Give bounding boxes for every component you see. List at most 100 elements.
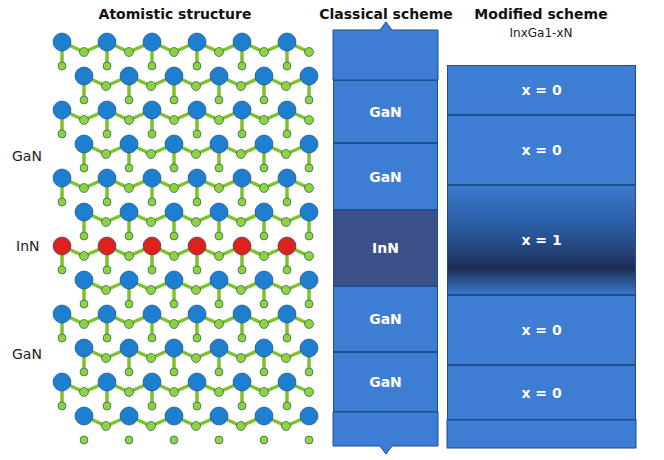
- atom: [103, 198, 111, 206]
- atom: [188, 101, 206, 119]
- atom: [170, 252, 179, 261]
- atom: [165, 339, 183, 357]
- atom: [170, 436, 178, 444]
- atom: [305, 252, 314, 261]
- atom: [283, 266, 291, 274]
- atom: [300, 407, 318, 425]
- atom: [125, 436, 133, 444]
- atom: [143, 33, 161, 51]
- atom: [125, 388, 134, 397]
- atom: [147, 354, 156, 363]
- composition-band: x = 0: [447, 115, 636, 185]
- atom: [210, 271, 228, 289]
- band-label: GaN: [369, 169, 402, 185]
- atom: [215, 368, 223, 376]
- atom: [188, 305, 206, 323]
- atom: [143, 101, 161, 119]
- atom: [102, 218, 111, 227]
- atom: [143, 373, 161, 391]
- atom: [53, 373, 71, 391]
- atom: [238, 402, 246, 410]
- atom: [125, 184, 134, 193]
- atom: [215, 388, 224, 397]
- atom: [260, 436, 268, 444]
- atom: [215, 320, 224, 329]
- atom: [283, 62, 291, 70]
- atom: [233, 305, 251, 323]
- atom: [255, 339, 273, 357]
- atom: [260, 368, 268, 376]
- atom: [98, 305, 116, 323]
- atom: [210, 339, 228, 357]
- atom: [165, 407, 183, 425]
- atom: [300, 271, 318, 289]
- atom: [260, 300, 268, 308]
- atom: [237, 218, 246, 227]
- atom: [103, 266, 111, 274]
- atom: [80, 48, 89, 57]
- atom: [80, 388, 89, 397]
- atom: [260, 48, 269, 57]
- atom: [148, 266, 156, 274]
- atom: [255, 407, 273, 425]
- atom: [58, 198, 66, 206]
- atom: [237, 286, 246, 295]
- column-bottom: [333, 412, 438, 454]
- layer-label: InxGa1-xN: [510, 26, 573, 40]
- atom: [282, 286, 291, 295]
- atom: [120, 203, 138, 221]
- atom: [75, 67, 93, 85]
- atom: [102, 422, 111, 431]
- layer-label: InN: [16, 238, 39, 254]
- atom: [125, 164, 133, 172]
- atom: [170, 320, 179, 329]
- band-label: InN: [372, 240, 399, 256]
- column-top: [333, 22, 438, 80]
- atom: [283, 402, 291, 410]
- atom: [215, 116, 224, 125]
- atom: [300, 203, 318, 221]
- atom: [188, 169, 206, 187]
- atom: [278, 169, 296, 187]
- atom: [102, 82, 111, 91]
- atom: [193, 402, 201, 410]
- atom: [170, 116, 179, 125]
- atom: [283, 130, 291, 138]
- crystal-lattice: [53, 33, 318, 444]
- atom: [148, 62, 156, 70]
- atom: [165, 271, 183, 289]
- atom: [80, 252, 89, 261]
- atom: [58, 130, 66, 138]
- atom: [210, 67, 228, 85]
- atom: [75, 271, 93, 289]
- atom: [192, 82, 201, 91]
- atom: [188, 237, 206, 255]
- atom: [125, 96, 133, 104]
- atom: [147, 218, 156, 227]
- atom: [305, 232, 313, 240]
- atom: [305, 388, 314, 397]
- atom: [125, 232, 133, 240]
- atom: [193, 62, 201, 70]
- atom: [215, 48, 224, 57]
- atom: [238, 334, 246, 342]
- atom: [170, 96, 178, 104]
- atom: [305, 184, 314, 193]
- atom: [120, 67, 138, 85]
- atom: [120, 407, 138, 425]
- atom: [102, 354, 111, 363]
- atom: [305, 436, 313, 444]
- atom: [282, 82, 291, 91]
- band-label: GaN: [369, 104, 402, 120]
- atom: [80, 436, 88, 444]
- atom: [80, 184, 89, 193]
- atom: [170, 388, 179, 397]
- atom: [193, 130, 201, 138]
- atom: [193, 198, 201, 206]
- atom: [80, 164, 88, 172]
- composition-band: x = 1: [447, 185, 636, 295]
- atom: [210, 135, 228, 153]
- atom: [147, 150, 156, 159]
- atom: [192, 218, 201, 227]
